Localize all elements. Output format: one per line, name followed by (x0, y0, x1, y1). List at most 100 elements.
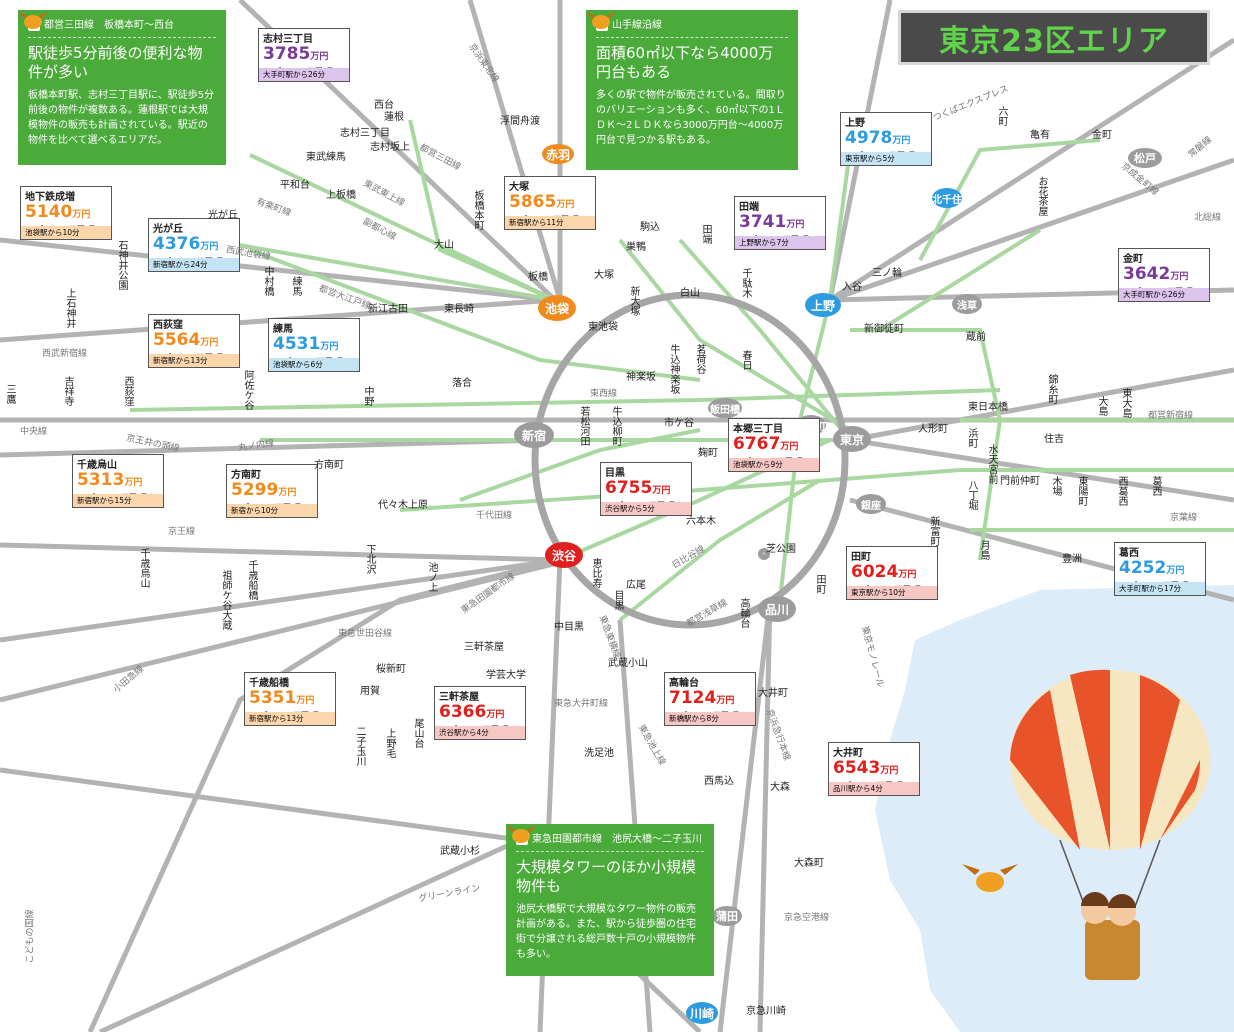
station-label[interactable]: 中野 (362, 386, 373, 406)
station-label[interactable]: 武蔵小山 (608, 658, 648, 669)
station-label[interactable]: 平和台 (280, 180, 310, 191)
station-label[interactable]: 田端 (700, 224, 711, 244)
price-card[interactable]: 上野4978万円62㎡ 16.0万円/月東京駅から5分 (840, 112, 932, 166)
price-card[interactable]: 千歳烏山5313万円71㎡ 17.2万円/月新宿駅から15分 (72, 454, 164, 508)
station-label[interactable]: 白山 (680, 288, 700, 299)
hub-tokyo[interactable]: 東京 (833, 426, 871, 452)
price-card[interactable]: 高輪台7124万円53㎡ 23.7万円/月新橋駅から8分 (664, 672, 756, 726)
price-card[interactable]: 本郷三丁目6767万円51㎡ 22.4万円/月池袋駅から9分 (728, 418, 820, 472)
station-label[interactable]: 月島 (978, 540, 989, 560)
station-label[interactable]: 上石神井 (64, 288, 75, 328)
station-label[interactable]: 八丁堀 (966, 480, 977, 510)
price-card[interactable]: 方南町5299万円67㎡ 17.2万円/月新宿から10分 (226, 464, 318, 518)
station-label[interactable]: 板橋本町 (472, 190, 483, 230)
station-label[interactable]: 巣鴨 (626, 242, 646, 253)
hub-shinjuku[interactable]: 新宿 (514, 422, 554, 448)
price-card[interactable]: 三軒茶屋6366万円47㎡ 21.0万円/月渋谷駅から4分 (434, 686, 526, 740)
station-label[interactable]: 千歳烏山 (138, 548, 149, 588)
station-label[interactable]: 田町 (814, 574, 825, 594)
station-label[interactable]: 京急川崎 (746, 1006, 786, 1017)
station-label[interactable]: 恵比寿 (590, 558, 601, 588)
price-card[interactable]: 地下鉄成増5140万円62㎡ 16.6万円/月池袋駅から10分 (20, 186, 112, 240)
station-label[interactable]: 二子玉川 (354, 726, 365, 766)
station-label[interactable]: 牛込神楽坂 (668, 344, 679, 394)
hub-shibuya[interactable]: 渋谷 (545, 542, 583, 568)
station-label[interactable]: 代々木上原 (378, 500, 428, 511)
station-label[interactable]: 大山 (434, 240, 454, 251)
hub-kamata[interactable]: 蒲田 (712, 906, 742, 926)
price-card[interactable]: 金町3642万円74㎡ 11.2万円/月大手町駅から26分 (1118, 248, 1210, 302)
station-label[interactable]: 水天宮前 (986, 444, 997, 484)
station-label[interactable]: 東武練馬 (306, 152, 346, 163)
station-label[interactable]: 光が丘 (208, 210, 238, 221)
station-label[interactable]: 東池袋 (588, 322, 618, 333)
station-label[interactable]: 新富町 (928, 516, 939, 546)
station-label[interactable]: 上板橋 (326, 190, 356, 201)
station-label[interactable]: 東長崎 (444, 304, 474, 315)
station-label[interactable]: 板橋 (528, 272, 548, 283)
station-label[interactable]: 落合 (452, 378, 472, 389)
station-label[interactable]: 志村三丁目 (340, 128, 390, 139)
station-label[interactable]: 市ケ谷 (664, 418, 694, 429)
price-card[interactable]: 目黒6755万円58㎡ 22.4万円/月渋谷駅から5分 (600, 462, 692, 516)
station-label[interactable]: 三ノ輪 (872, 268, 902, 279)
station-label[interactable]: 新大塚 (628, 286, 639, 316)
station-label[interactable]: 三鷹 (4, 384, 15, 404)
price-card[interactable]: 練馬4531万円76㎡ 14.4万円/月池袋駅から6分 (268, 318, 360, 372)
station-label[interactable]: 浮間舟渡 (500, 116, 540, 127)
station-label[interactable]: 新江古田 (368, 304, 408, 315)
station-label[interactable]: 蓮根 (384, 112, 404, 123)
price-card[interactable]: 大塚5865万円48㎡ 19.2万円/月新宿駅から11分 (504, 176, 596, 230)
station-label[interactable]: 西荻窪 (122, 376, 133, 406)
station-label[interactable]: 石神井公園 (116, 240, 127, 290)
station-label[interactable]: 金町 (1092, 130, 1112, 141)
hub-kawasaki[interactable]: 川崎 (686, 1002, 718, 1024)
station-label[interactable]: 蔵前 (966, 332, 986, 343)
station-label[interactable]: 大塚 (594, 270, 614, 281)
station-label[interactable]: 学芸大学 (486, 670, 526, 681)
price-card[interactable]: 志村三丁目3785万円70㎡ 11.7万円/月大手町駅から26分 (258, 28, 350, 82)
station-label[interactable]: 人形町 (918, 424, 948, 435)
station-label[interactable]: 方南町 (314, 460, 344, 471)
station-label[interactable]: 西台 (374, 100, 394, 111)
station-label[interactable]: 用賀 (360, 686, 380, 697)
station-label[interactable]: 麹町 (698, 448, 718, 459)
price-card[interactable]: 千歳船橋5351万円75㎡ 17.3万円/月新宿駅から13分 (244, 672, 336, 726)
station-label[interactable]: 尾山台 (412, 718, 423, 748)
price-card[interactable]: 田町6024万円52㎡ 19.7万円/月東京駅から10分 (846, 546, 938, 600)
station-label[interactable]: 大井町 (758, 688, 788, 699)
station-label[interactable]: 豊洲 (1062, 554, 1082, 565)
station-label[interactable]: 錦糸町 (1046, 374, 1057, 404)
station-label[interactable]: お花茶屋 (1036, 176, 1047, 216)
station-label[interactable]: 吉祥寺 (62, 376, 73, 406)
station-label[interactable]: 住吉 (1044, 434, 1064, 445)
station-label[interactable]: 阿佐ケ谷 (242, 370, 253, 410)
station-label[interactable]: 春日 (740, 350, 751, 370)
station-label[interactable]: 駒込 (640, 222, 660, 233)
station-label[interactable]: 中目黒 (554, 622, 584, 633)
station-label[interactable]: 東日本橋 (968, 402, 1008, 413)
station-label[interactable]: 大島 (1096, 396, 1107, 416)
station-label[interactable]: 茗荷谷 (694, 344, 705, 374)
hub-kitasenju[interactable]: 北千住 (932, 188, 962, 208)
station-label[interactable]: 千駄木 (740, 268, 751, 298)
hub-ginza[interactable]: 銀座 (856, 494, 886, 514)
price-card[interactable]: 田端3741万円68㎡ 11.6万円/月上野駅から7分 (734, 196, 826, 250)
station-label[interactable]: 大森町 (794, 858, 824, 869)
hub-ueno[interactable]: 上野 (805, 293, 841, 317)
station-label[interactable]: 三軒茶屋 (464, 642, 504, 653)
station-label[interactable]: 芝公園 (766, 544, 796, 555)
station-label[interactable]: 広尾 (626, 580, 646, 591)
station-label[interactable]: 門前仲町 (1000, 476, 1040, 487)
station-label[interactable]: 中村橋 (262, 266, 273, 296)
station-label[interactable]: 西馬込 (704, 776, 734, 787)
station-label[interactable]: 千歳船橋 (246, 560, 257, 600)
station-label[interactable]: 木場 (1050, 476, 1061, 496)
station-label[interactable]: 浜町 (966, 428, 977, 448)
station-label[interactable]: 六本木 (686, 516, 716, 527)
price-card[interactable]: 西荻窪5564万円59㎡ 18.1万円/月新宿駅から13分 (148, 314, 240, 368)
price-card[interactable]: 大井町6543万円60㎡ 21.6万円/月品川駅から4分 (828, 742, 920, 796)
station-label[interactable]: 西葛西 (1116, 476, 1127, 506)
hub-akabane[interactable]: 赤羽 (542, 144, 574, 164)
station-label[interactable]: 洗足池 (584, 748, 614, 759)
